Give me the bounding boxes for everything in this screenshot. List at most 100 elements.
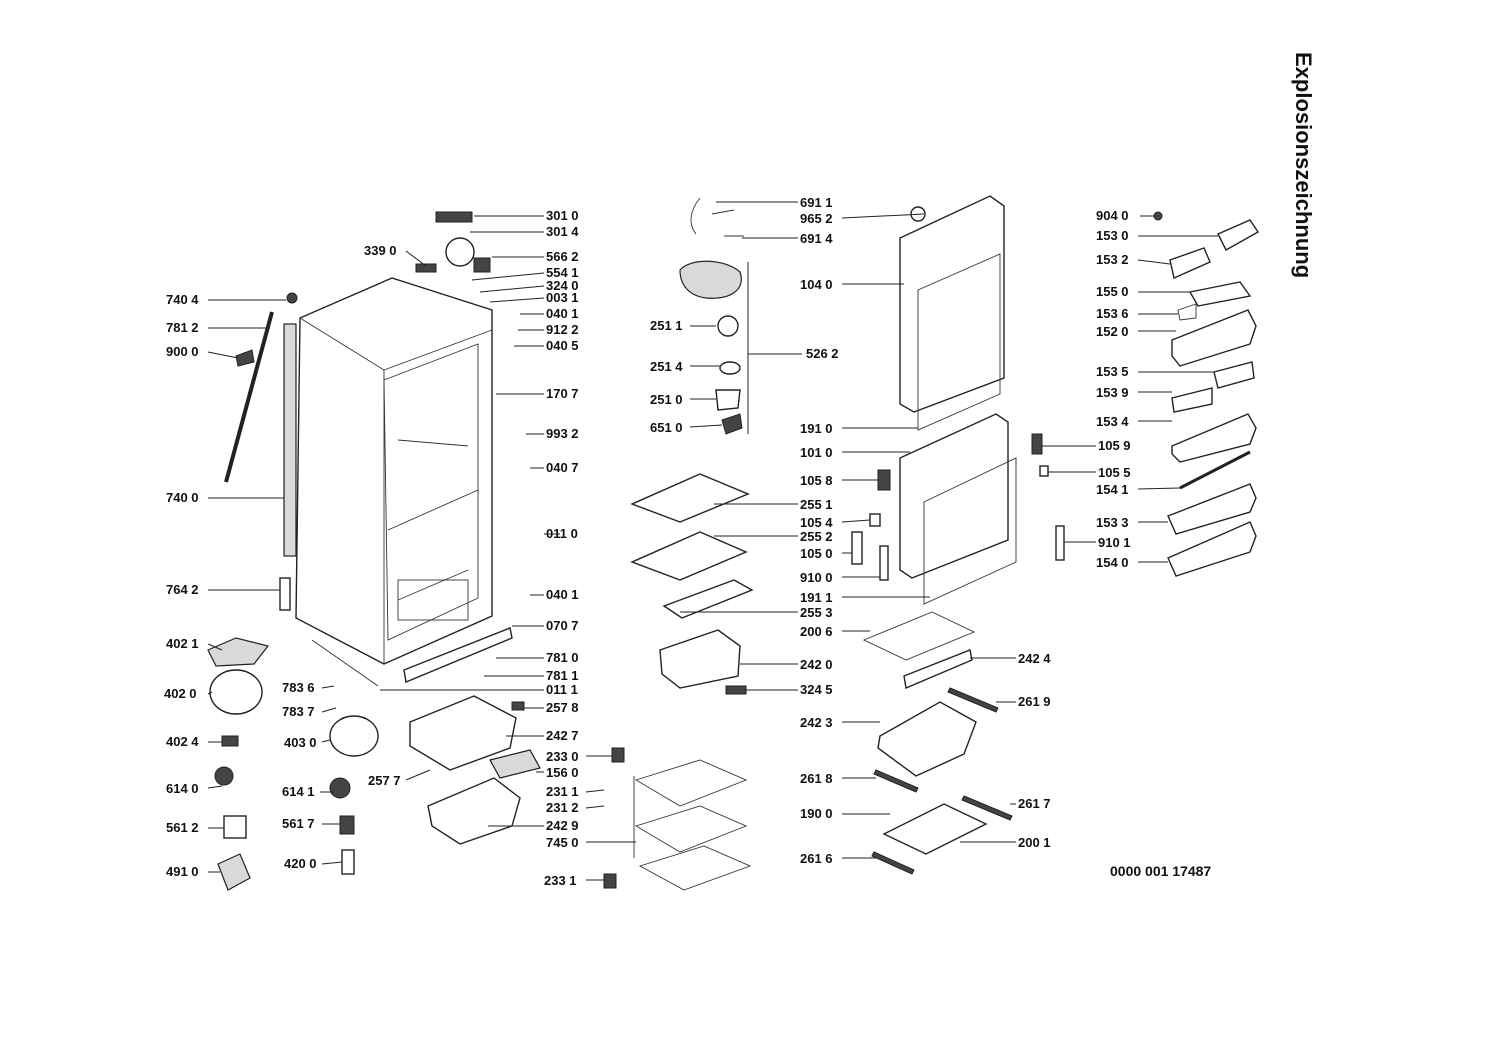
condenser-coil-drawing	[283, 323, 297, 557]
base-plate-drawing	[403, 627, 513, 683]
label-153-6: 153 6	[1096, 306, 1129, 321]
starter-drawing	[223, 815, 247, 839]
middle-bin-drawing	[1171, 413, 1257, 463]
bar-drawing	[1179, 450, 1251, 490]
label-251-4: 251 4	[650, 359, 683, 374]
handle-right-drawing	[1055, 525, 1065, 561]
label-200-6: 200 6	[800, 624, 833, 639]
label-561-2: 561 2	[166, 820, 199, 835]
label-242-4: 242 4	[1018, 651, 1051, 666]
label-011-1: 011 1	[546, 682, 578, 697]
label-040-5: 040 5	[546, 338, 579, 353]
label-233-0: 233 0	[546, 749, 579, 764]
label-783-6: 783 6	[282, 680, 315, 695]
shelf-tray-drawing	[662, 579, 754, 619]
label-105-9: 105 9	[1098, 438, 1131, 453]
label-152-0: 152 0	[1096, 324, 1129, 339]
label-255-3: 255 3	[800, 605, 833, 620]
fan-assembly-drawing	[679, 260, 742, 299]
label-745-0: 745 0	[546, 835, 579, 850]
terminal-drawing	[339, 815, 355, 835]
frame-bar-drawing	[903, 649, 973, 689]
nut-drawing	[1153, 211, 1163, 221]
rail-left-drawing	[873, 769, 919, 793]
right-leaders	[1042, 215, 1218, 563]
label-554-1: 554 1	[546, 265, 579, 280]
label-070-7: 070 7	[546, 618, 579, 633]
freezer-drawer-2-drawing	[427, 777, 521, 845]
label-242-3: 242 3	[800, 715, 833, 730]
label-190-0: 190 0	[800, 806, 833, 821]
cabinet-group	[207, 211, 752, 891]
label-526-2: 526 2	[806, 346, 839, 361]
label-255-1: 255 1	[800, 497, 833, 512]
left-leaders	[207, 215, 636, 881]
label-233-1: 233 1	[544, 873, 577, 888]
butter-cover-drawing	[1169, 247, 1211, 279]
label-910-0: 910 0	[800, 570, 833, 585]
label-242-9: 242 9	[546, 818, 579, 833]
door-stop-drawing	[869, 513, 881, 527]
side-rail-drawing	[947, 687, 999, 713]
fan-cover-drawing	[715, 389, 741, 411]
hinge-pin-drawing	[1039, 465, 1049, 477]
label-170-7: 170 7	[546, 386, 579, 401]
label-402-4: 402 4	[166, 734, 199, 749]
egg-tray-drawing	[1188, 281, 1252, 307]
label-153-4: 153 4	[1096, 414, 1129, 429]
label-255-2: 255 2	[800, 529, 833, 544]
door-bin-group	[1031, 211, 1260, 577]
lower-door-drawing	[899, 413, 1009, 579]
cabinet-body-drawing	[295, 277, 493, 665]
glass-shelf-1-drawing	[630, 473, 750, 523]
latch-2-drawing	[603, 873, 617, 889]
hinge-right-drawing	[1031, 433, 1043, 455]
label-040-1-b: 040 1	[546, 587, 579, 602]
label-003-1: 003 1	[546, 290, 579, 305]
label-153-9: 153 9	[1096, 385, 1129, 400]
label-912-2: 912 2	[546, 322, 579, 337]
upper-door-gasket-drawing	[917, 253, 1001, 431]
crisper-clip-drawing	[725, 685, 747, 695]
wire-basket-3-drawing	[638, 845, 752, 891]
label-191-0: 191 0	[800, 421, 833, 436]
label-402-0: 402 0	[164, 686, 197, 701]
middle-leaders	[680, 201, 1016, 859]
small-clip-drawing	[511, 701, 525, 711]
handle-drawing	[879, 545, 889, 581]
label-301-4: 301 4	[546, 224, 579, 239]
label-154-1: 154 1	[1096, 482, 1129, 497]
label-156-0: 156 0	[546, 765, 579, 780]
drawing-title: Explosionszeichnung	[1291, 52, 1316, 278]
bottle-bin-drawing	[1167, 483, 1257, 535]
label-153-5: 153 5	[1096, 364, 1129, 379]
label-011-0: 011 0	[546, 526, 578, 541]
label-339-0: 339 0	[364, 243, 397, 258]
hinge-top-drawing	[415, 263, 437, 273]
cabinet-inner-opening	[383, 343, 479, 641]
wire-basket-1-drawing	[634, 759, 748, 807]
label-105-5: 105 5	[1098, 465, 1131, 480]
small-bin-drawing	[1213, 361, 1255, 389]
label-651-0: 651 0	[650, 420, 683, 435]
label-231-2: 231 2	[546, 800, 579, 815]
compressor-cover-drawing	[207, 637, 270, 667]
terminal-cover-drawing	[217, 853, 251, 891]
hinge-plate-drawing	[851, 531, 863, 565]
label-965-2: 965 2	[800, 211, 833, 226]
wire-basket-2-drawing	[634, 805, 748, 853]
label-614-1: 614 1	[282, 784, 315, 799]
cabinet-shelf-line-b	[397, 569, 469, 601]
label-324-5: 324 5	[800, 682, 833, 697]
upper-bin-drawing	[1171, 309, 1257, 367]
label-251-1: 251 1	[650, 318, 683, 333]
label-614-0: 614 0	[166, 781, 199, 796]
clip-drawing	[235, 349, 255, 367]
label-153-0: 153 0	[1096, 228, 1129, 243]
ice-tray-drawing	[489, 749, 541, 779]
thermostat-box-drawing	[473, 257, 491, 273]
label-781-1: 781 1	[546, 668, 579, 683]
door-group	[630, 195, 1017, 875]
relay-drawing	[214, 766, 234, 786]
